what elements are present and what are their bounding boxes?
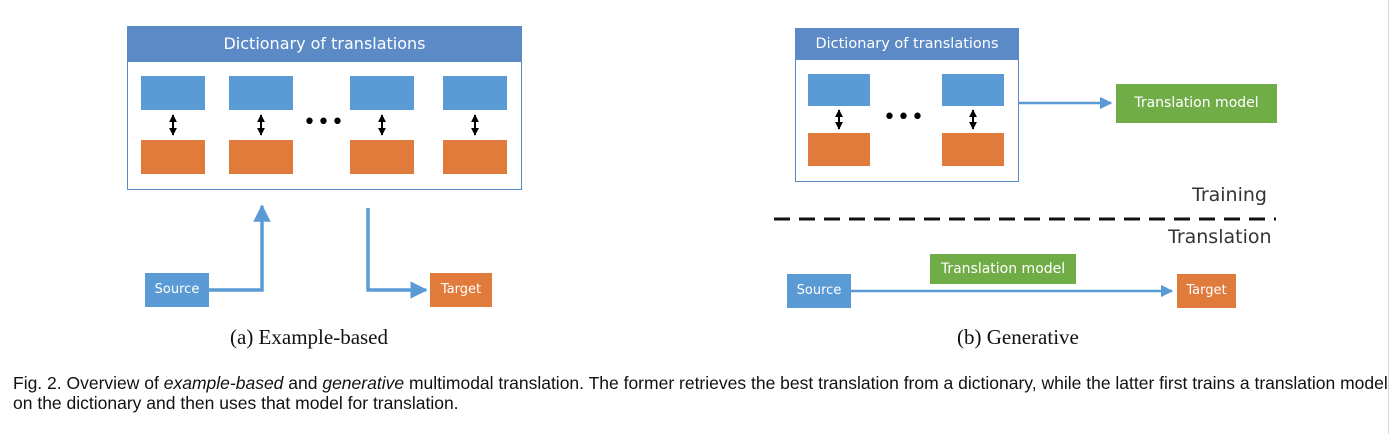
ellipsis-a: ••• xyxy=(303,110,345,135)
subfigure-caption-b: (b) Generative xyxy=(957,325,1079,349)
source-example-block xyxy=(443,76,507,110)
dictionary-title-b: Dictionary of translations xyxy=(795,28,1019,60)
target-example-block xyxy=(141,140,205,174)
dictionary-to-target-arrow xyxy=(366,208,428,299)
dictionary-title-a: Dictionary of translations xyxy=(127,26,522,62)
source-example-block xyxy=(350,76,414,110)
target-box-b: Target xyxy=(1177,274,1236,308)
caption-prefix: Fig. 2. Overview of xyxy=(13,373,164,393)
source-example-block xyxy=(808,74,870,106)
pair-double-arrows-a xyxy=(169,114,479,136)
page-edge-divider xyxy=(1388,0,1389,434)
source-example-block xyxy=(942,74,1004,106)
ellipsis-b: ••• xyxy=(883,105,925,130)
source-box-a: Source xyxy=(145,273,209,307)
caption-emphasis-generative: generative xyxy=(322,373,405,393)
source-example-block xyxy=(141,76,205,110)
target-example-block xyxy=(350,140,414,174)
figure-caption: Fig. 2. Overview of example-based and ge… xyxy=(13,373,1393,413)
target-example-block xyxy=(229,140,293,174)
target-example-block xyxy=(443,140,507,174)
subfigure-caption-a: (a) Example-based xyxy=(230,325,389,349)
pair-double-arrows-b xyxy=(835,109,977,130)
target-box-a: Target xyxy=(430,273,492,307)
source-to-dictionary-arrow xyxy=(209,204,271,292)
target-example-block xyxy=(808,133,870,166)
target-example-block xyxy=(942,133,1004,166)
caption-emphasis-example-based: example-based xyxy=(163,373,284,393)
caption-suffix: multimodal translation. The former retri… xyxy=(13,373,1388,413)
translation-phase-label: Translation xyxy=(1168,226,1272,248)
translation-model-box-training: Translation model xyxy=(1116,84,1277,123)
translation-model-box-translation: Translation model xyxy=(930,254,1076,284)
source-example-block xyxy=(229,76,293,110)
source-box-b: Source xyxy=(787,274,851,308)
caption-mid: and xyxy=(283,373,323,393)
training-label: Training xyxy=(1192,184,1267,206)
